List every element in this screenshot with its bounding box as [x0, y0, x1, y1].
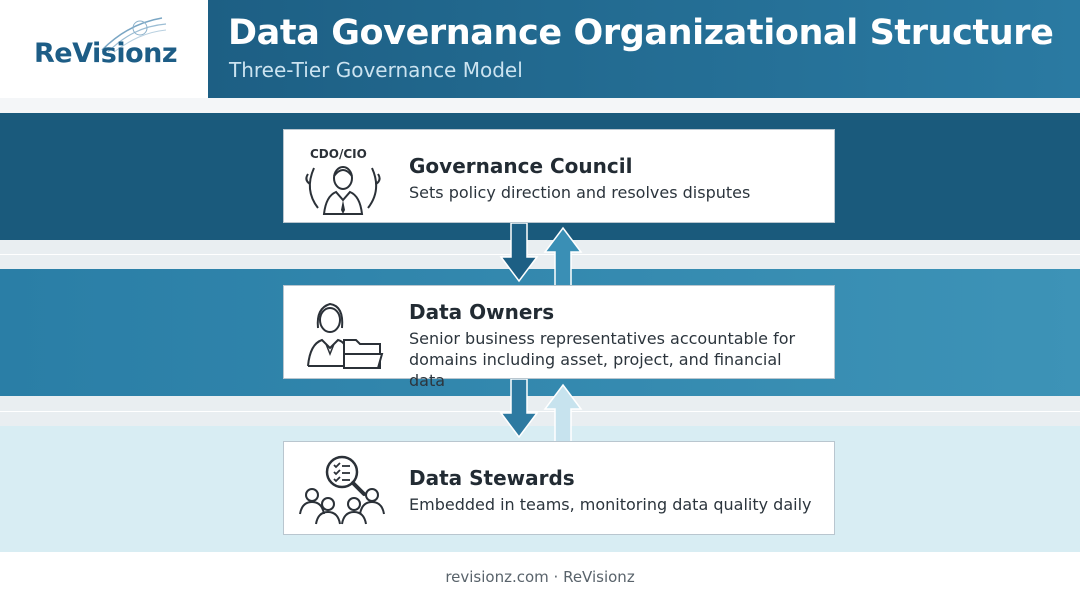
logo-text: ReVisionz — [34, 38, 178, 69]
header-banner: Data Governance Organizational Structure… — [208, 0, 1080, 98]
tier-heading: Data Stewards — [409, 466, 575, 490]
arrow-up-icon — [543, 226, 583, 286]
icon-label: CDO/CIO — [310, 147, 367, 161]
tier-description: Embedded in teams, monitoring data quali… — [409, 495, 812, 514]
footer-text: revisionz.com · ReVisionz — [445, 568, 635, 586]
arrow-down-icon — [499, 379, 539, 439]
band-separator — [0, 240, 1080, 269]
tier-description: Senior business representatives accounta… — [409, 329, 796, 390]
owner-with-folder-icon — [296, 294, 388, 372]
tier-heading: Data Owners — [409, 300, 555, 324]
tier-card-governance-council: CDO/CIO Governance Council Sets policy d… — [283, 129, 835, 223]
page-subtitle: Three-Tier Governance Model — [229, 58, 523, 82]
tier-card-data-stewards: Data Stewards Embedded in teams, monitor… — [283, 441, 835, 535]
tier-heading: Governance Council — [409, 154, 633, 178]
arrow-up-icon — [543, 383, 583, 443]
arrow-down-icon — [499, 223, 539, 283]
logo: ReVisionz — [0, 0, 208, 98]
executive-icon: CDO/CIO — [296, 138, 388, 216]
footer: revisionz.com · ReVisionz — [0, 552, 1080, 603]
tier-description: Sets policy direction and resolves dispu… — [409, 183, 751, 202]
band-separator — [0, 396, 1080, 426]
team-with-magnifier-icon — [296, 450, 388, 528]
page-title: Data Governance Organizational Structure — [228, 13, 1054, 53]
tier-card-data-owners: Data Owners Senior business representati… — [283, 285, 835, 390]
logo-swoosh-icon — [101, 17, 167, 53]
